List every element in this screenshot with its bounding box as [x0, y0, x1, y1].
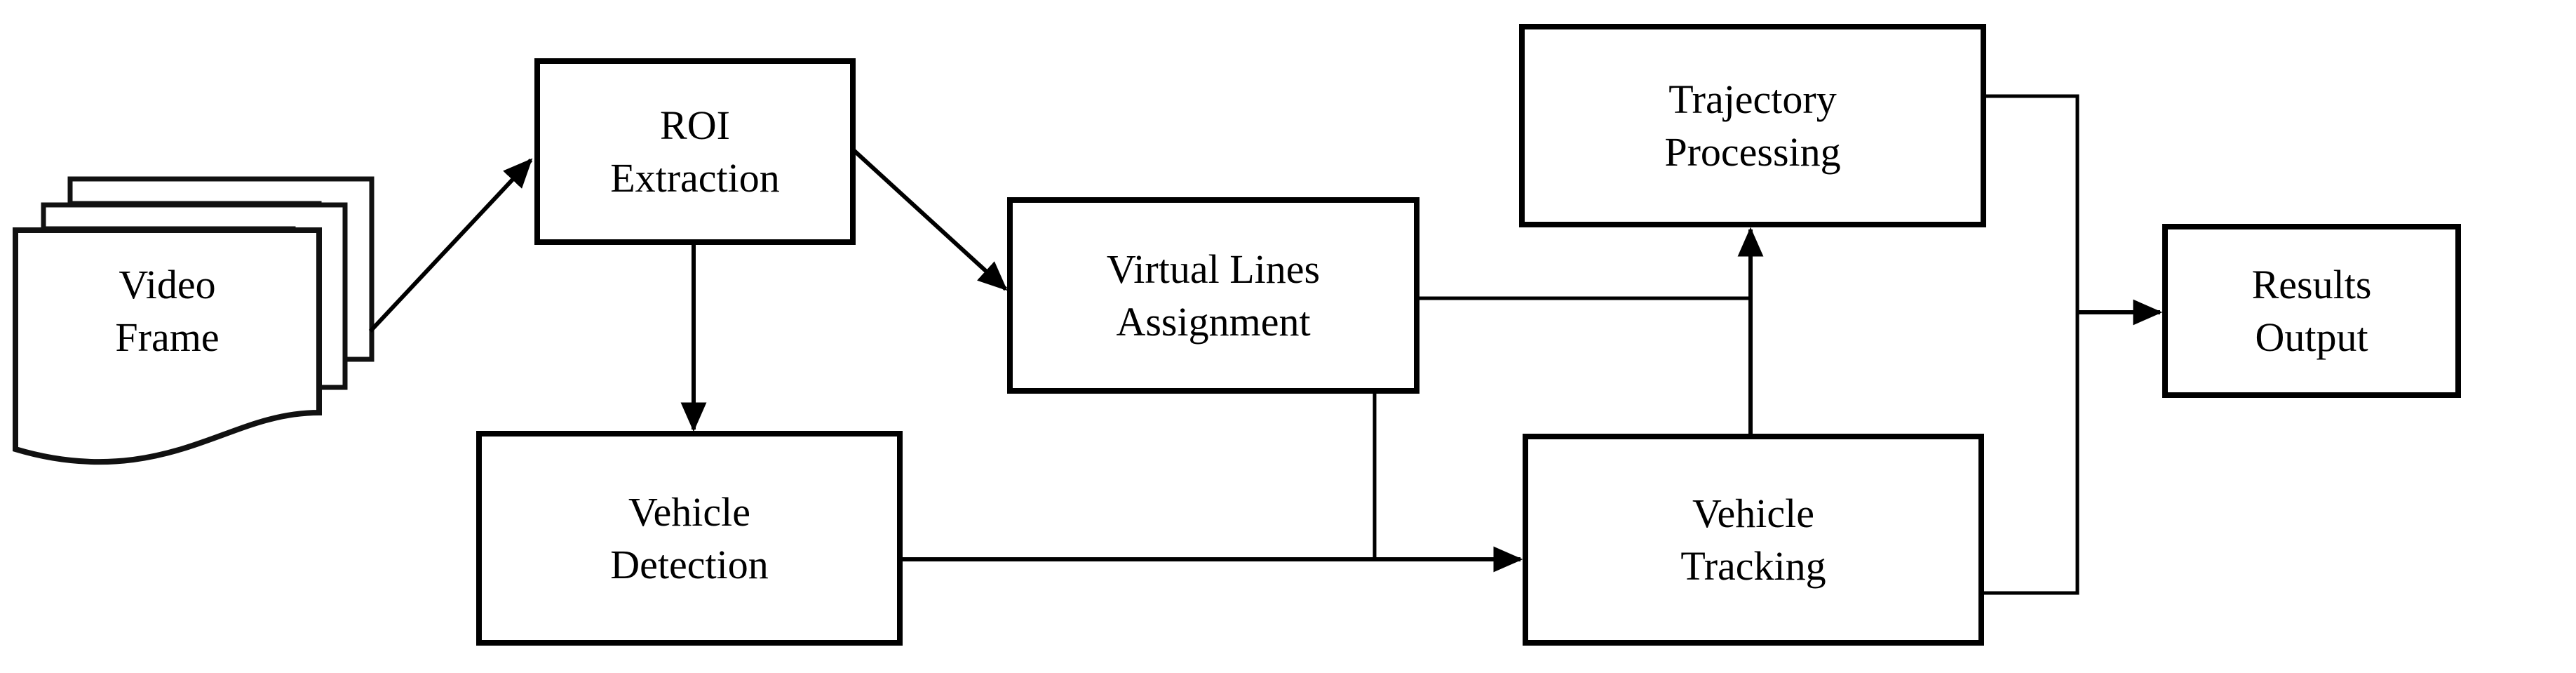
node-trajectory-processing[interactable] [1519, 24, 1986, 227]
connector-trajectory-to-merge-bus [1983, 94, 2079, 312]
node-results-output[interactable] [2162, 224, 2461, 398]
connector-video-frame-to-roi [368, 158, 533, 333]
node-vehicle-detection[interactable] [476, 431, 903, 646]
connector-roi-to-virtual-lines [851, 147, 1008, 291]
node-vehicle-tracking[interactable] [1523, 434, 1984, 646]
connector-tracking-to-merge-bus [1981, 312, 2079, 595]
node-virtual-lines-assignment[interactable] [1007, 197, 1420, 394]
video-frame-sheet-front [13, 227, 322, 465]
node-video-frame[interactable] [13, 176, 375, 465]
node-roi-extraction[interactable] [534, 58, 856, 245]
